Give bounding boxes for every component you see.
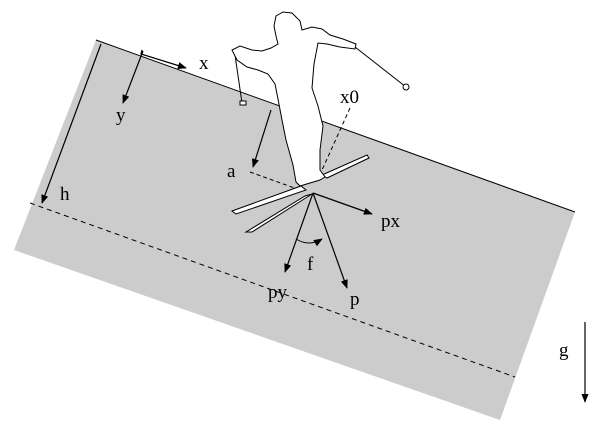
p-arrow — [312, 192, 348, 289]
label-p: p — [350, 289, 360, 310]
px-arrow — [312, 192, 373, 215]
pole-right — [354, 46, 407, 88]
label-y: y — [116, 105, 126, 126]
ski-lower — [244, 193, 313, 233]
x0-dashed-line — [321, 107, 351, 171]
label-f: f — [307, 254, 314, 275]
label-h: h — [60, 184, 70, 205]
x-axis-arrow — [140, 49, 187, 70]
skier-body — [231, 11, 357, 187]
pole-left — [234, 54, 243, 104]
label-x0: x0 — [340, 87, 359, 108]
pole-right-basket — [402, 83, 410, 91]
slope-surface-line — [95, 39, 576, 213]
pole-left-basket — [239, 100, 247, 106]
py-arrow — [284, 192, 314, 273]
label-px: px — [381, 211, 401, 232]
label-x: x — [199, 53, 209, 74]
slope-region — [14, 40, 575, 420]
f-angle-arc — [295, 238, 323, 247]
ski-left — [230, 185, 308, 215]
a-arrow — [252, 109, 272, 168]
label-py: py — [268, 282, 288, 303]
y-axis-arrow — [122, 50, 144, 104]
a-dashed-line — [249, 171, 301, 191]
skier-figure — [230, 11, 410, 233]
reference-dashed-line — [29, 202, 516, 378]
h-arrow — [41, 43, 102, 204]
label-g: g — [559, 340, 569, 361]
label-a: a — [227, 161, 236, 182]
